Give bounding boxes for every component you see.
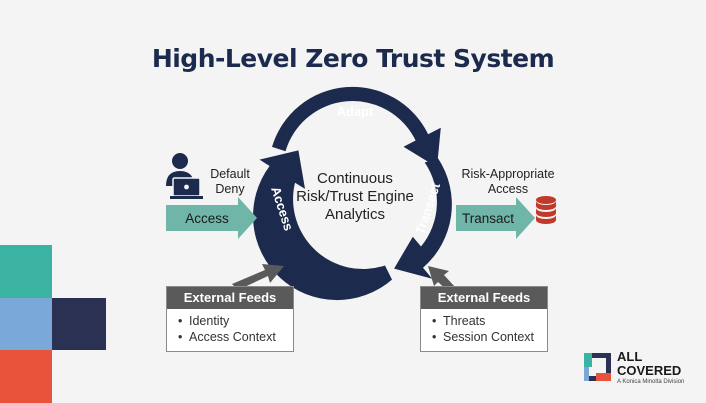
label-adapt: Adapt <box>337 104 375 119</box>
deco-block-teal <box>0 245 52 298</box>
transact-flow-arrow: Transact <box>456 197 535 239</box>
feeds-right-item: Session Context <box>432 329 547 345</box>
feeds-left-item: Identity <box>178 313 293 329</box>
user-laptop-icon <box>166 153 203 199</box>
access-flow-arrow: Access <box>166 197 257 239</box>
deco-block-blue <box>0 298 52 350</box>
feeds-right-title: External Feeds <box>421 287 547 309</box>
database-icon <box>536 196 556 224</box>
feed-arrow-right <box>428 266 455 292</box>
external-feeds-left: External Feeds Identity Access Context <box>166 286 294 352</box>
logo-line2: COVERED <box>617 363 682 378</box>
deco-block-navy <box>52 298 106 350</box>
logo-line1: ALL <box>617 349 643 364</box>
all-covered-logo-mark <box>584 353 611 381</box>
transact-arrow-label: Transact <box>462 211 514 226</box>
logo-tagline: A Konica Minolta Division <box>617 379 685 385</box>
cycle-ring <box>253 86 452 301</box>
engine-label: Continuous Risk/Trust Engine Analytics <box>296 170 414 223</box>
external-feeds-right: External Feeds Threats Session Context <box>420 286 548 352</box>
feeds-right-item: Threats <box>432 313 547 329</box>
feed-arrow-left <box>232 264 284 290</box>
default-deny-note: Default Deny <box>210 167 250 196</box>
diagram-title: High-Level Zero Trust System <box>151 44 555 73</box>
access-arrow-label: Access <box>185 211 229 226</box>
feeds-left-item: Access Context <box>178 329 293 345</box>
deco-block-red <box>0 350 52 403</box>
feeds-left-title: External Feeds <box>167 287 293 309</box>
risk-appropriate-note: Risk-Appropriate Access <box>461 167 555 196</box>
